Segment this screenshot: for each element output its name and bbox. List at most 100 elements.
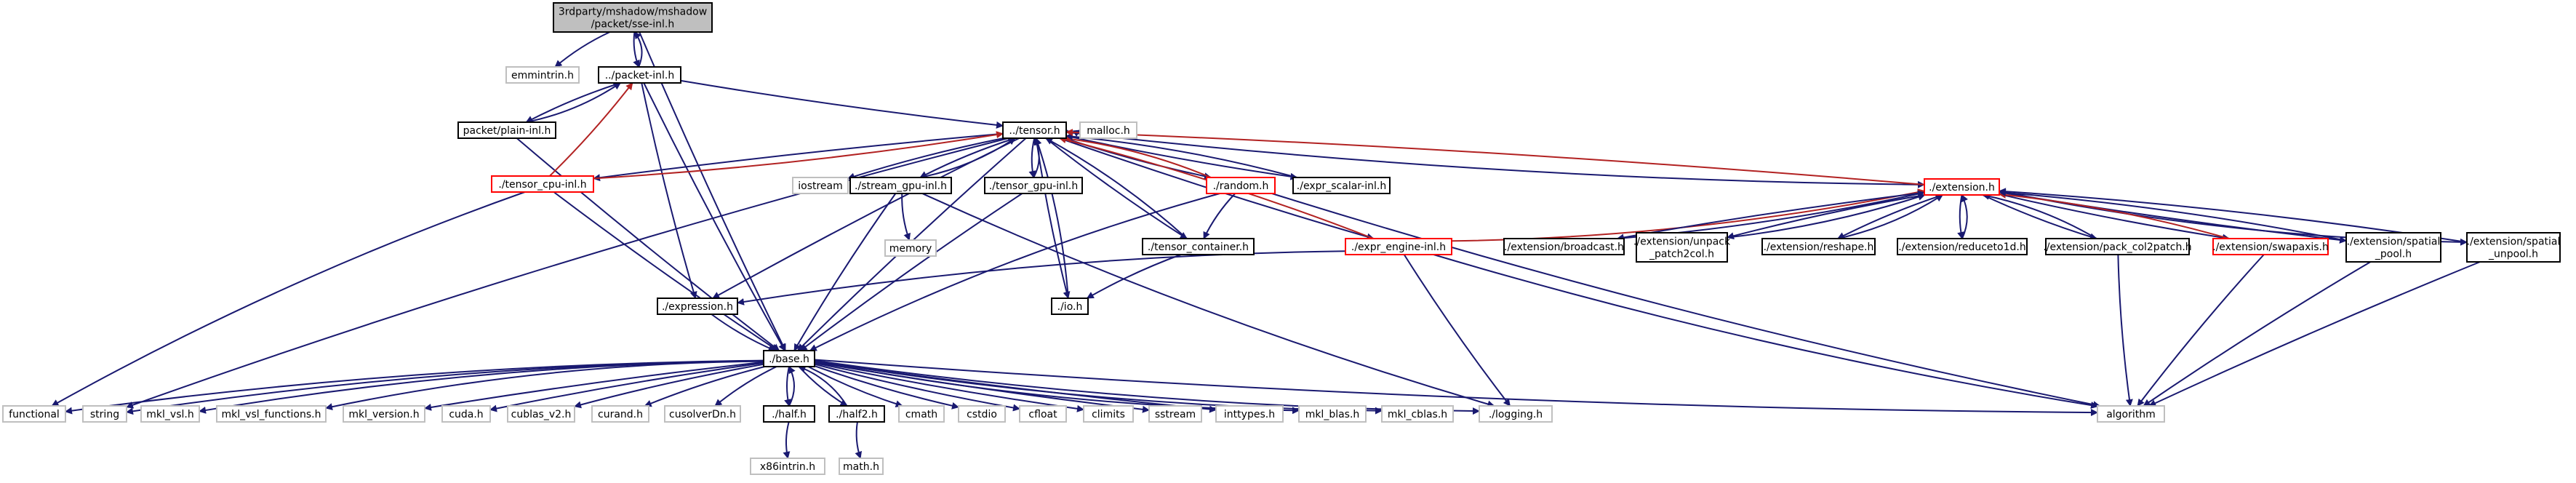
edge-line: [798, 365, 848, 407]
edge-random-to-tensor_container: [1203, 193, 1236, 239]
node-spatial-pool[interactable]: ./extension/spatial_pool.h: [2345, 232, 2441, 263]
node-box: [1079, 121, 1137, 139]
node-plain-inl[interactable]: packet/plain-inl.h: [457, 121, 556, 139]
node-box: [2212, 238, 2329, 255]
edge-line: [2143, 261, 2371, 407]
edge-line: [553, 191, 779, 351]
edge-tensor_cpu-to-packet_inl: [549, 82, 633, 177]
node-box: [2345, 232, 2441, 263]
node-tensor-container[interactable]: ./tensor_container.h: [1142, 238, 1255, 255]
edge-line: [680, 79, 1004, 129]
node-half2[interactable]: ./half2.h: [828, 405, 885, 423]
node-box: [2466, 232, 2561, 263]
edge-line: [549, 82, 633, 177]
node-label: 3rdparty/mshadow/mshadow: [559, 7, 707, 18]
edge-line: [788, 366, 796, 407]
edge-line: [1086, 254, 1182, 299]
node-io[interactable]: ./io.h: [1051, 298, 1089, 315]
edge-line: [901, 193, 911, 241]
node-expr-scalar[interactable]: ./expr_scalar-inl.h: [1292, 177, 1391, 194]
node-label: cusolverDn.h: [669, 409, 736, 420]
node-half[interactable]: ./half.h: [763, 405, 815, 423]
node-tensor-gpu[interactable]: ./tensor_gpu-inl.h: [984, 177, 1083, 194]
node-label: cfloat: [1028, 409, 1057, 420]
node-label: _patch2col.h: [1649, 249, 1714, 260]
node-label: ./extension/pack_col2patch.h: [2043, 242, 2191, 253]
edge-random-to-base: [809, 193, 1220, 351]
node-extension[interactable]: ./extension.h: [1924, 178, 2000, 196]
edge-base-to-half: [784, 366, 791, 407]
node-stream-gpu[interactable]: ./stream_gpu-inl.h: [849, 177, 952, 194]
node-root[interactable]: 3rdparty/mshadow/mshadow/packet/sse-inl.…: [553, 2, 713, 33]
node-box: [1206, 177, 1276, 194]
edge-line: [1982, 192, 2097, 239]
node-pack-col2patch[interactable]: ./extension/pack_col2patch.h: [2043, 238, 2192, 255]
node-swapaxis[interactable]: ./extension/swapaxis.h: [2212, 238, 2329, 255]
node-box: [763, 405, 815, 423]
edge-half2-to-math: [855, 421, 863, 459]
edge-line: [1616, 191, 1925, 242]
node-expr-engine[interactable]: ./expr_engine-inl.h: [1345, 238, 1452, 255]
edge-line: [1065, 135, 1298, 180]
node-memory: memory: [884, 239, 937, 257]
node-box: [984, 177, 1083, 194]
node-reduceto1d[interactable]: ./extension/reduceto1d.h: [1897, 238, 2028, 255]
edge-extension-to-broadcast: [1616, 191, 1925, 242]
node-label: curand.h: [598, 409, 643, 420]
node-broadcast[interactable]: ./extension/broadcast.h: [1503, 238, 1625, 255]
node-label: memory: [889, 243, 932, 255]
edge-spatial_unpool-to-algorithm: [2148, 261, 2481, 407]
node-expression[interactable]: ./expression.h: [657, 298, 738, 315]
edge-plain_inl-to-base: [516, 137, 780, 351]
edge-line: [814, 365, 959, 410]
node-label: mkl_vsl_functions.h: [222, 409, 321, 420]
node-box: [2, 405, 66, 423]
nodes-layer: 3rdparty/mshadow/mshadow/packet/sse-inl.…: [2, 2, 2561, 475]
edge-expr_engine-to-expression: [737, 250, 1346, 306]
node-box: [507, 405, 575, 423]
node-box: [216, 405, 327, 423]
node-random[interactable]: ./random.h: [1206, 177, 1276, 194]
node-label: ./expr_scalar-inl.h: [1297, 180, 1386, 192]
node-box: [553, 2, 713, 33]
edge-base-to-cublas_v2: [574, 363, 764, 409]
edge-packet_inl-to-expression: [641, 82, 697, 299]
edge-base-to-mkl_vsl_functions: [325, 360, 764, 411]
node-base[interactable]: ./base.h: [763, 350, 815, 367]
node-label: emmintrin.h: [511, 70, 574, 81]
node-label: ./tensor_cpu-inl.h: [498, 179, 586, 191]
node-label: cmath: [905, 409, 937, 420]
edge-unpack_patch2col-to-extension: [1727, 193, 1926, 239]
node-cstdio: cstdio: [958, 405, 1006, 423]
node-tensor[interactable]: ../tensor.h: [1002, 121, 1067, 139]
edge-half-to-base: [788, 366, 796, 407]
edge-line: [1065, 132, 1297, 178]
edge-tensor_container-to-io: [1086, 254, 1182, 299]
node-box: [505, 66, 580, 84]
node-box: [1019, 405, 1067, 423]
node-spatial-unpool[interactable]: ./extension/spatial_unpool.h: [2466, 232, 2561, 263]
edge-extension-to-unpack_patch2col: [1727, 194, 1925, 240]
node-functional: functional: [2, 405, 66, 423]
node-label: ./tensor_container.h: [1148, 242, 1249, 253]
node-unpack-patch2col[interactable]: ./extension/unpack_patch2col.h: [1633, 232, 1731, 263]
edge-line: [1065, 131, 1925, 188]
node-reshape[interactable]: ./extension/reshape.h: [1761, 238, 1876, 255]
edge-line: [126, 137, 1009, 409]
node-label: mkl_version.h: [348, 409, 419, 420]
node-box: [898, 405, 945, 423]
edge-line: [525, 82, 621, 123]
edge-tensor-to-stream_gpu: [919, 137, 1016, 178]
node-tensor-cpu[interactable]: ./tensor_cpu-inl.h: [491, 175, 594, 193]
edge-line: [1999, 193, 2231, 242]
edge-line: [2137, 254, 2265, 407]
edge-line: [847, 137, 1004, 180]
edge-line: [921, 193, 1495, 408]
node-label: climits: [1092, 409, 1125, 420]
edge-half2-to-base: [798, 365, 848, 407]
node-box: [1503, 238, 1625, 255]
node-box: [1215, 405, 1284, 423]
node-box: [591, 405, 649, 423]
node-packet-inl[interactable]: ../packet-inl.h: [598, 66, 681, 84]
edge-tensor_container-to-tensor: [1045, 137, 1188, 239]
